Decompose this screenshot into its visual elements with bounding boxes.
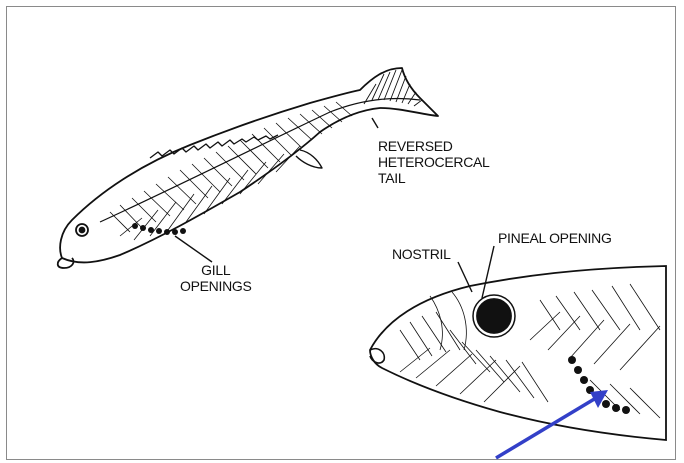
leader-lines-head bbox=[458, 246, 494, 298]
pineal-label: PINEAL OPENING bbox=[498, 230, 612, 246]
tail-label-line-3: TAIL bbox=[378, 170, 490, 186]
nostril-label: NOSTRIL bbox=[392, 246, 451, 262]
gill-label: GILL OPENINGS bbox=[180, 262, 252, 294]
tail-label: REVERSED HETEROCERCAL TAIL bbox=[378, 138, 490, 186]
blue-arrow bbox=[496, 390, 608, 458]
gill-label-line-2: OPENINGS bbox=[180, 278, 252, 294]
tail-label-line-1: REVERSED bbox=[378, 138, 490, 154]
body-hatching bbox=[110, 102, 352, 240]
pineal-opening bbox=[477, 299, 511, 333]
pelvic-fin bbox=[296, 150, 322, 168]
head-outline bbox=[370, 266, 666, 440]
gill-label-line-1: GILL bbox=[180, 262, 252, 278]
head-detail bbox=[370, 266, 666, 440]
tail-label-line-2: HETEROCERCAL bbox=[378, 154, 490, 170]
head-hatching bbox=[400, 284, 660, 418]
